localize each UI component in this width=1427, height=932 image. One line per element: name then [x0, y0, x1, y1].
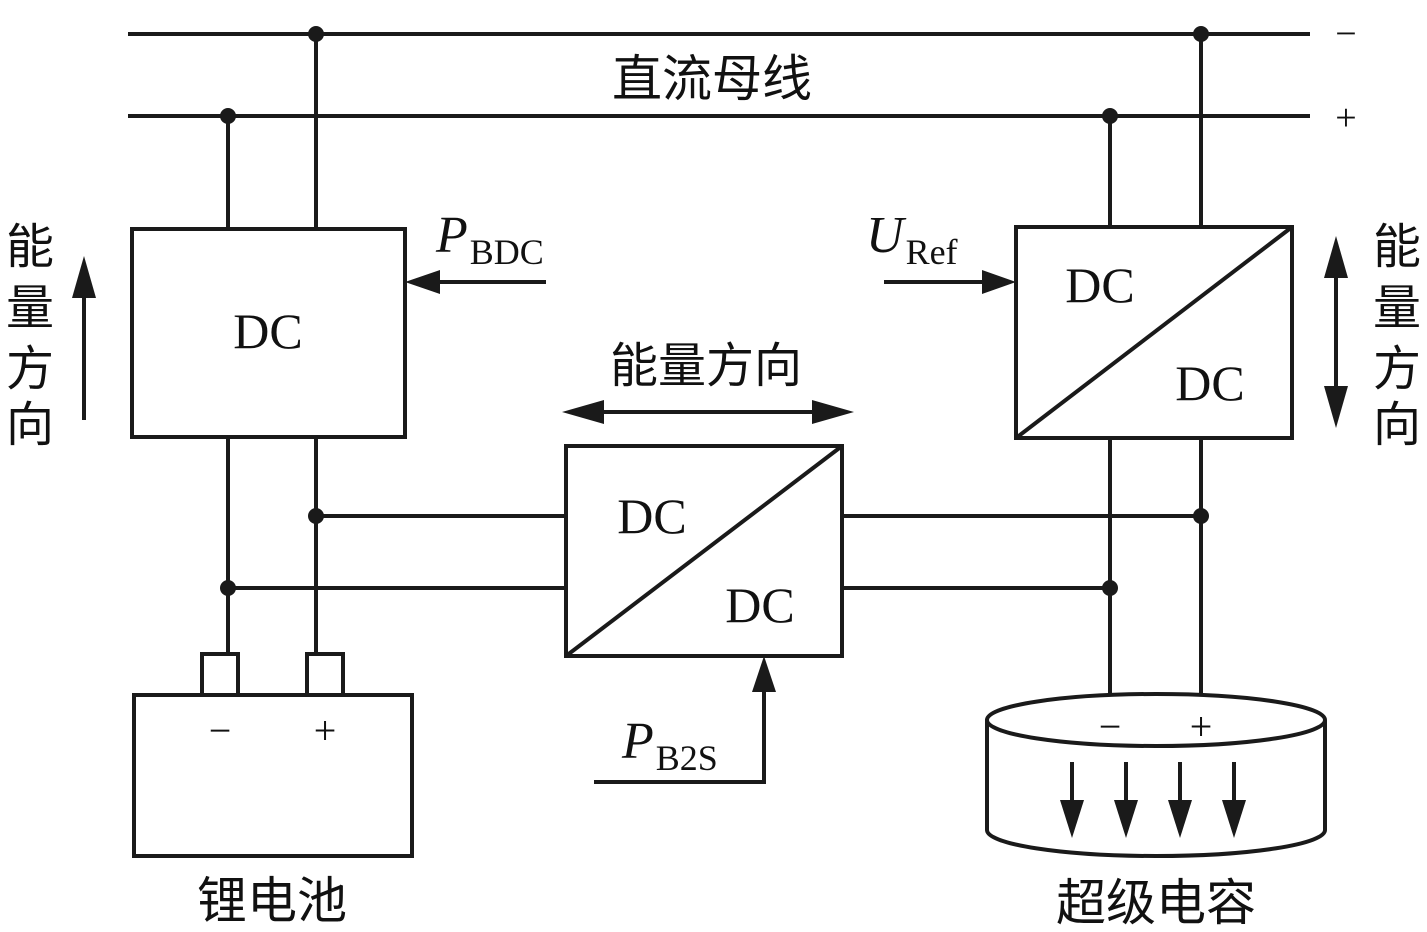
svg-text:能: 能: [6, 219, 54, 275]
down-arrow-icon: [1222, 800, 1246, 838]
battery-pos-terminal: [305, 652, 345, 697]
battery-pos-sign: +: [314, 708, 337, 753]
battery-neg-terminal: [200, 652, 240, 697]
bus-negative-sign: −: [1335, 13, 1356, 55]
uref-arrowhead: [982, 270, 1016, 294]
right-energy-arrowhead-up: [1324, 236, 1348, 278]
middle-energy-arrowhead-left: [562, 400, 604, 424]
right-energy-label: 能 量 方 向: [1373, 219, 1421, 453]
svg-text:方: 方: [1373, 341, 1421, 397]
pb2s-signal-line: [594, 688, 766, 784]
junction-dot: [1193, 26, 1209, 42]
junction-dot: [308, 508, 324, 524]
b2s-diagonal: [564, 444, 844, 658]
battery-body: [132, 693, 414, 858]
left-energy-label: 能 量 方 向: [6, 219, 54, 453]
bus-label: 直流母线: [612, 50, 812, 108]
svg-text:量: 量: [1373, 280, 1421, 336]
sc-diagonal: [1014, 225, 1294, 440]
supercap-discharge-arrows: [1060, 762, 1246, 838]
down-arrow-icon: [1114, 800, 1138, 838]
pbdc-signal-label: PBDC: [435, 207, 544, 272]
pb2s-arrowhead: [752, 656, 776, 692]
supercap-neg-sign: −: [1099, 704, 1122, 749]
svg-text:方: 方: [6, 341, 54, 397]
uref-signal-label: URef: [866, 207, 958, 272]
bus-positive-sign: +: [1335, 97, 1356, 139]
pbdc-arrowhead: [405, 270, 440, 294]
pb2s-signal-label: PB2S: [621, 713, 718, 778]
svg-text:向: 向: [6, 397, 54, 453]
supercap-pos-sign: +: [1190, 704, 1213, 749]
left-energy-arrowhead: [72, 256, 96, 298]
down-arrow-icon: [1060, 800, 1084, 838]
bdc-converter-label: DC: [233, 303, 302, 359]
svg-text:向: 向: [1373, 397, 1421, 453]
bdc-converter-box: [130, 227, 407, 439]
sc-bottom-label: DC: [1175, 355, 1244, 411]
junction-dot: [1102, 108, 1118, 124]
junction-dot: [308, 26, 324, 42]
junction-dot: [1102, 580, 1118, 596]
junction-dot: [220, 108, 236, 124]
b2s-top-label: DC: [617, 488, 686, 544]
b2s-bottom-label: DC: [725, 577, 794, 633]
supercap-label: 超级电容: [1056, 874, 1256, 932]
battery-neg-sign: −: [209, 708, 232, 753]
junction-dot: [220, 580, 236, 596]
svg-text:能: 能: [1373, 219, 1421, 275]
sc-top-label: DC: [1065, 257, 1134, 313]
junction-dot: [1193, 508, 1209, 524]
battery-label: 锂电池: [197, 872, 347, 930]
supercap-body: [985, 692, 1327, 858]
down-arrow-icon: [1168, 800, 1192, 838]
middle-energy-arrowhead-right: [812, 400, 854, 424]
middle-energy-label: 能量方向: [610, 338, 802, 394]
right-energy-arrowhead-down: [1324, 386, 1348, 428]
svg-text:量: 量: [6, 280, 54, 336]
